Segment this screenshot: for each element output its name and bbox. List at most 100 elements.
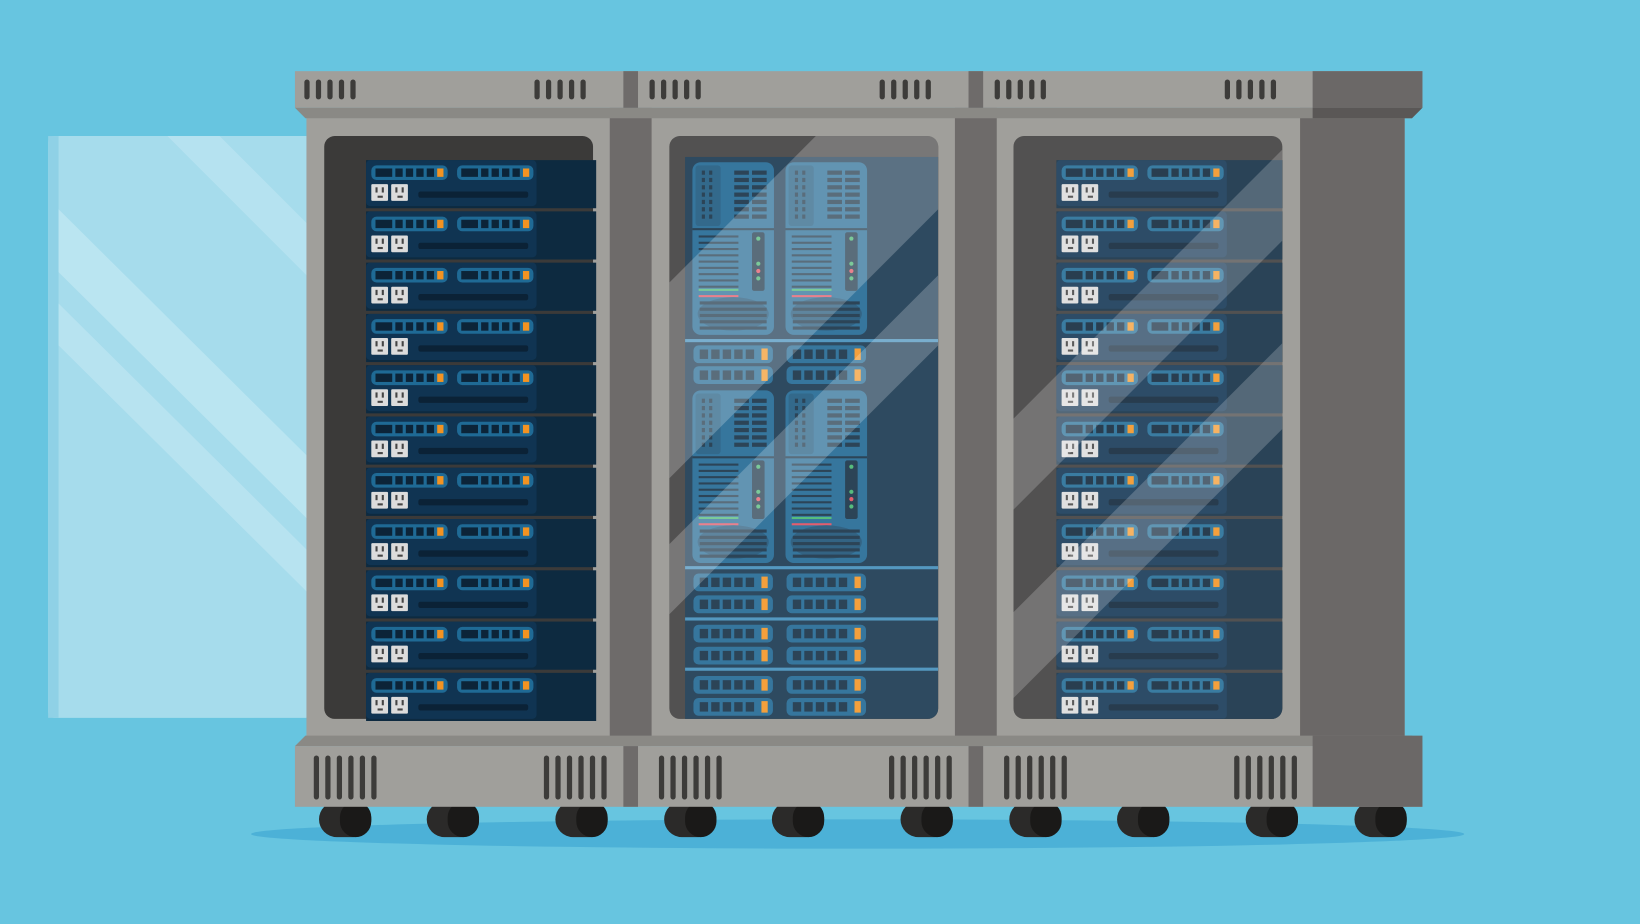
top-vent-slot <box>902 79 908 100</box>
port <box>1192 629 1200 639</box>
wheel <box>1354 801 1407 838</box>
port <box>491 578 499 588</box>
port <box>1192 322 1200 331</box>
network-switch <box>786 624 867 643</box>
led <box>756 504 761 509</box>
port <box>461 578 478 588</box>
drive-slot <box>1108 191 1219 198</box>
top-vent-slot <box>1029 79 1035 100</box>
port <box>1192 578 1200 588</box>
port <box>375 681 393 690</box>
wheel <box>771 801 825 838</box>
port <box>1106 629 1114 639</box>
port <box>1096 476 1104 485</box>
port <box>405 681 414 690</box>
port <box>426 527 435 536</box>
status-led <box>522 681 530 690</box>
port <box>512 527 520 536</box>
port <box>426 578 435 588</box>
port <box>1065 322 1083 331</box>
network-switch <box>693 675 773 694</box>
server-unit <box>1056 467 1283 516</box>
port <box>405 322 414 331</box>
led <box>849 276 854 281</box>
port <box>1106 476 1114 485</box>
port <box>1096 322 1104 331</box>
port <box>1106 271 1114 280</box>
power-outlet-icon <box>391 491 408 509</box>
drive-slot <box>418 396 529 403</box>
top-vent-slot <box>879 79 885 100</box>
rack-3-servers <box>1056 160 1283 719</box>
wheel <box>426 801 480 838</box>
port <box>1171 681 1179 690</box>
status-led <box>437 168 444 177</box>
port <box>416 424 424 434</box>
status-led <box>1213 629 1220 639</box>
port <box>461 527 478 536</box>
status-led <box>1127 219 1134 229</box>
port <box>395 322 403 331</box>
status-led <box>437 322 444 331</box>
port <box>1181 424 1190 434</box>
status-led <box>854 576 861 589</box>
bottom-vent-slot <box>566 755 573 800</box>
bottom-vent-slot <box>693 755 699 800</box>
server-unit <box>366 570 597 619</box>
port <box>1096 373 1104 382</box>
top-vent-slot <box>1259 79 1265 100</box>
port <box>1171 322 1179 331</box>
led <box>849 268 854 274</box>
port <box>1085 168 1093 177</box>
port <box>481 271 489 280</box>
power-outlet-icon <box>391 286 408 304</box>
port <box>481 578 489 588</box>
bottom-vent-slot <box>543 755 550 800</box>
drive-slot <box>1108 652 1219 660</box>
drive-slot <box>1108 242 1219 250</box>
port <box>491 424 499 434</box>
port <box>491 373 499 382</box>
port <box>1106 373 1114 382</box>
server-unit <box>366 313 597 363</box>
wheel <box>319 801 372 838</box>
port <box>1096 681 1104 690</box>
port <box>502 527 510 536</box>
led <box>849 504 854 509</box>
port <box>461 629 478 639</box>
led <box>756 236 761 241</box>
port <box>1181 629 1190 639</box>
server-unit <box>1056 262 1283 311</box>
bottom-vent-slot <box>1038 755 1044 800</box>
status-led <box>522 271 530 280</box>
server-unit <box>366 672 597 721</box>
power-outlet-icon <box>391 440 408 458</box>
port <box>461 373 478 382</box>
led <box>756 261 761 266</box>
port <box>1117 527 1125 536</box>
status-line <box>791 516 832 520</box>
bottom-vent-slot <box>923 755 929 800</box>
port <box>491 322 499 331</box>
port <box>1065 681 1083 690</box>
port <box>491 527 499 536</box>
bottom-vent-slot <box>1050 755 1056 800</box>
port <box>1151 373 1169 382</box>
port <box>1085 373 1093 382</box>
glass-door-rack-3[interactable] <box>1013 136 1283 719</box>
port <box>512 476 520 485</box>
status-led <box>854 627 861 640</box>
glass-door-rack-2[interactable] <box>669 136 939 719</box>
bottom-vent-slot <box>578 755 584 800</box>
port <box>426 629 435 639</box>
port <box>375 322 393 331</box>
port <box>1106 168 1114 177</box>
wheel <box>1009 801 1062 838</box>
top-vent-slot <box>994 79 1000 100</box>
port <box>1151 424 1169 434</box>
port <box>1171 373 1179 382</box>
port <box>481 219 489 229</box>
port <box>1202 681 1211 690</box>
top-vent-slot <box>891 79 897 100</box>
bottom-vent-slot <box>1015 755 1021 800</box>
